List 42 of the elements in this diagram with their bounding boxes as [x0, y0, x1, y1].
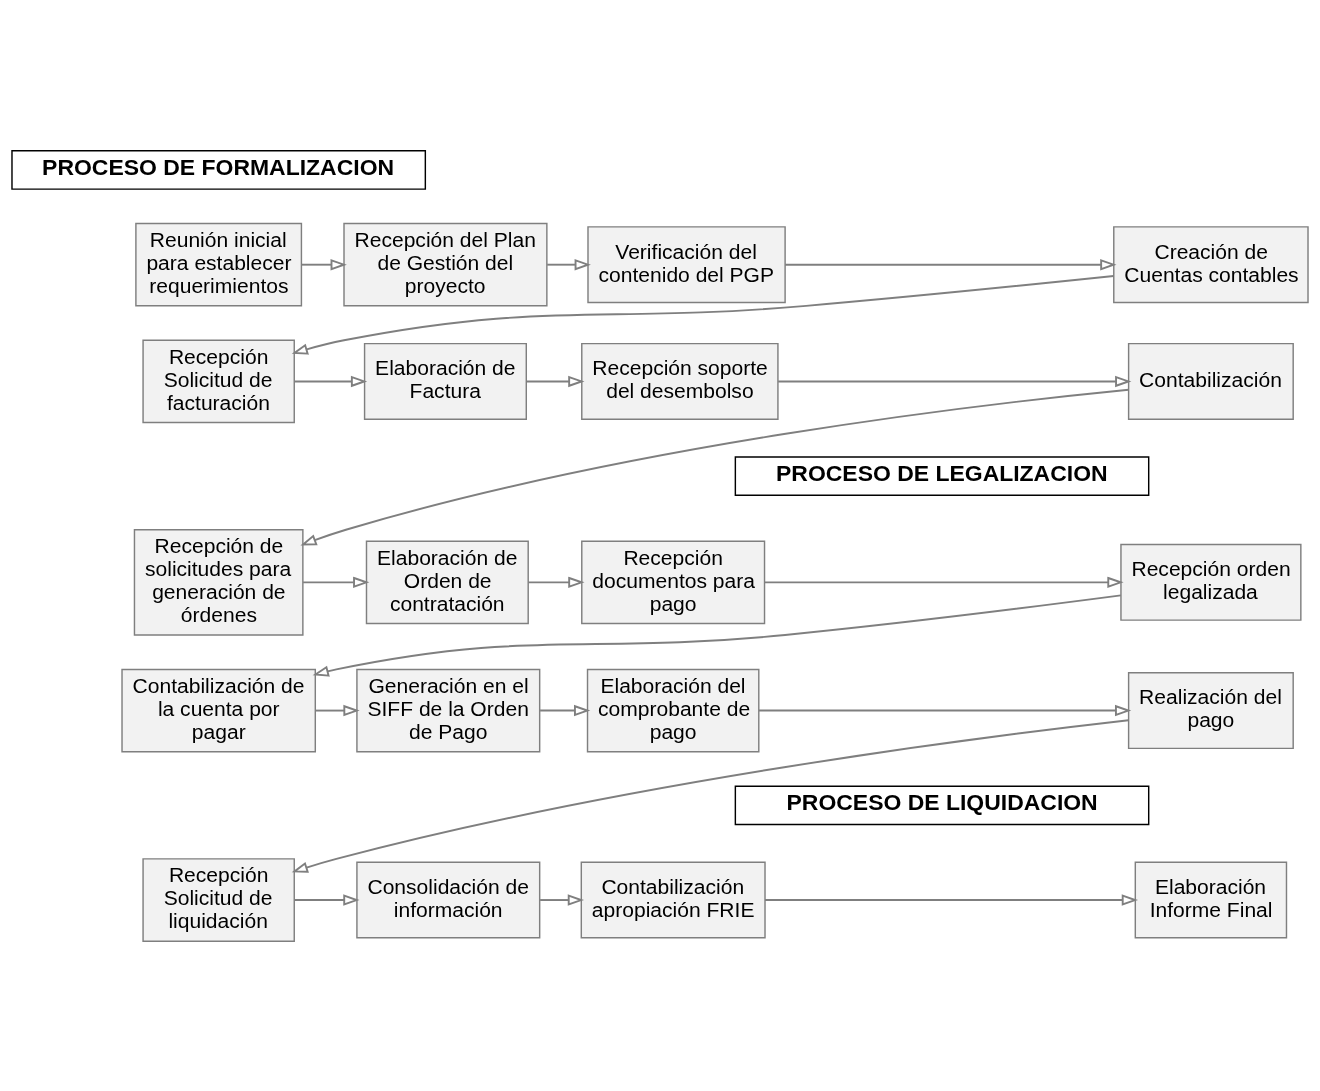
node-box: Elaboración de Factura: [363, 342, 527, 420]
arrow: [291, 274, 1115, 355]
arrow: [293, 375, 368, 387]
node-box: Recepción orden legalizada: [1120, 543, 1302, 621]
arrow: [300, 258, 347, 270]
arrow: [525, 375, 585, 387]
arrow: [527, 576, 585, 588]
arrow: [314, 704, 360, 716]
node-box: PROCESO DE LEGALIZACION: [734, 455, 1150, 496]
arrow: [539, 893, 585, 906]
node-box: Recepción Solicitud de facturación: [142, 339, 295, 423]
arrow: [546, 258, 591, 270]
node-box: Reunión inicial para establecer requerimientos: [135, 222, 303, 307]
arrow: [300, 388, 1130, 546]
arrow: [302, 576, 370, 588]
arrow: [758, 704, 1132, 716]
arrow: [763, 576, 1124, 588]
node-box: Creación de Cuentas contables: [1113, 225, 1309, 303]
node-box: Contabilización apropiación FRIE: [580, 861, 766, 939]
node-box: Contabilización: [1127, 342, 1294, 420]
arrow: [784, 258, 1117, 270]
arrow: [777, 375, 1132, 387]
arrow: [312, 593, 1122, 677]
node-box: Generación en el SIFF de la Orden de Pago: [356, 668, 541, 752]
node-box: Contabilización de la cuenta por pagar: [121, 668, 317, 752]
node-box: Recepción documentos para pago: [581, 540, 766, 624]
node-box: PROCESO DE LIQUIDACION: [734, 784, 1150, 825]
arrow: [293, 893, 360, 906]
node-box: Realización del pago: [1127, 671, 1294, 749]
node-box: Elaboración del comprobante de pago: [586, 668, 760, 752]
node-box: Elaboración de Orden de contratación: [365, 540, 529, 624]
node-box: Recepción soporte del desembolso: [581, 342, 779, 420]
node-box: Elaboración Informe Final: [1134, 861, 1288, 939]
node-box: Verificación del contenido del PGP: [587, 225, 786, 303]
node-box: Consolidación de información: [356, 861, 541, 939]
node-box: Recepción Solicitud de liquidación: [142, 857, 295, 942]
arrow: [539, 704, 591, 716]
node-box: PROCESO DE FORMALIZACION: [11, 149, 427, 190]
node-box: Recepción del Plan de Gestión del proyecto: [343, 222, 548, 307]
arrow: [291, 718, 1130, 873]
node-box: Recepción de solicitudes para generación de órdenes: [133, 528, 304, 636]
arrow: [764, 893, 1139, 906]
